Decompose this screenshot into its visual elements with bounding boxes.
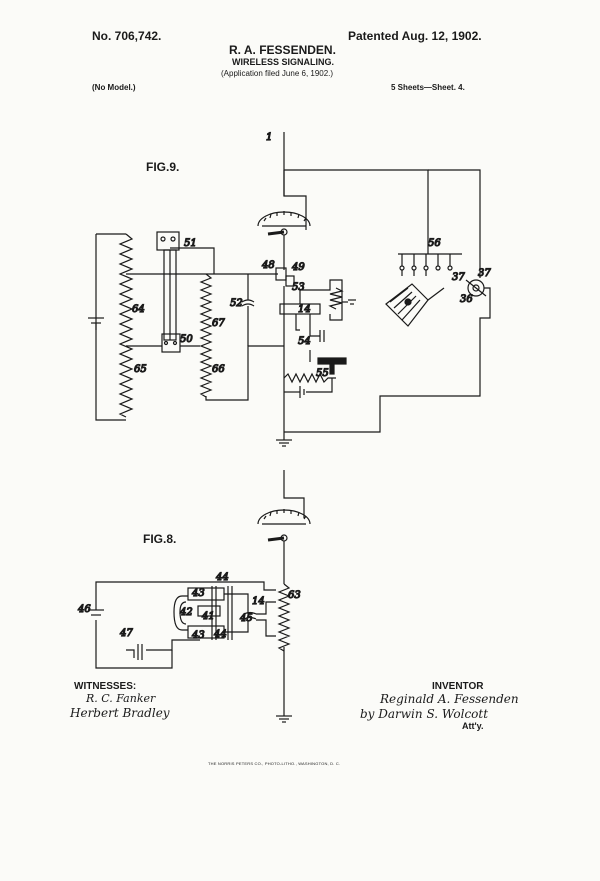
ref-65: 65 xyxy=(134,364,147,375)
ref-55: 55 xyxy=(316,368,329,379)
ref-67: 67 xyxy=(212,318,225,329)
ref-54: 54 xyxy=(298,336,311,347)
telephone-55 xyxy=(309,350,347,375)
patent-title: WIRELESS SIGNALING. xyxy=(232,57,335,67)
resistance-55 xyxy=(283,372,336,384)
ref-43a: 43 xyxy=(191,588,205,599)
attorney-label: Att'y. xyxy=(462,721,484,731)
inventor-signature: Reginald A. Fessenden xyxy=(380,692,519,706)
ref-64: 64 xyxy=(132,304,145,315)
device-51 xyxy=(156,231,180,341)
sheet-count: 5 Sheets—Sheet. 4. xyxy=(391,83,465,92)
patent-date: Patented Aug. 12, 1902. xyxy=(348,29,482,43)
witness-1-signature: R. C. Fanker xyxy=(86,692,156,705)
model-note: (No Model.) xyxy=(92,83,136,92)
ref-14b: 14 xyxy=(252,596,265,607)
ground-fig8 xyxy=(276,715,292,723)
ref-53: 53 xyxy=(292,282,305,293)
application-date: (Application filed June 6, 1902.) xyxy=(221,69,334,78)
relay-41-44 xyxy=(173,586,276,640)
ref-56: 56 xyxy=(428,238,441,249)
fig8-label: FIG.8. xyxy=(143,532,177,546)
key-47 xyxy=(126,644,143,660)
battery-left xyxy=(88,317,104,330)
ref-41: 41 xyxy=(201,611,215,622)
ref-48: 48 xyxy=(261,260,275,271)
ref-46: 46 xyxy=(77,604,91,615)
coil-63 xyxy=(277,583,291,652)
printer-credit: THE NORRIS PETERS CO., PHOTO-LITHO., WAS… xyxy=(208,761,341,766)
sector-dial xyxy=(385,283,445,327)
coil-66-67 xyxy=(199,273,284,401)
inventor-name: R. A. FESSENDEN. xyxy=(229,43,336,57)
antenna-fig8 xyxy=(283,470,305,518)
battery-55 xyxy=(284,386,305,398)
wire-47-44 xyxy=(146,639,200,651)
witnesses-label: WITNESSES: xyxy=(74,681,137,692)
ref-37b: 37 xyxy=(478,268,491,279)
ref-47: 47 xyxy=(119,628,133,639)
ref-42: 42 xyxy=(179,607,193,618)
ref-1: 1 xyxy=(266,132,272,143)
ref-52: 52 xyxy=(230,298,243,309)
ref-51: 51 xyxy=(184,238,197,249)
ref-50: 50 xyxy=(180,334,193,345)
attorney-signature: by Darwin S. Wolcott xyxy=(360,707,489,721)
wire-battery-55 xyxy=(306,378,333,393)
ref-45: 45 xyxy=(239,613,253,624)
ref-36: 36 xyxy=(460,294,473,305)
ref-43b: 43 xyxy=(191,630,205,641)
device-50 xyxy=(161,333,181,353)
antenna-loop xyxy=(283,170,307,230)
ref-44a: 44 xyxy=(215,572,229,583)
right-bus-wire xyxy=(428,169,481,278)
element-52 xyxy=(241,274,255,346)
ref-44b: 44 xyxy=(213,629,227,640)
ref-37a: 37 xyxy=(452,272,465,283)
ref-49: 49 xyxy=(291,262,305,273)
inventor-label: INVENTOR xyxy=(432,681,484,692)
motor-36-37 xyxy=(284,279,491,433)
patent-number: No. 706,742. xyxy=(92,29,162,43)
contacts-56 xyxy=(398,253,462,276)
fig9-label: FIG.9. xyxy=(146,160,180,174)
loop-top-fig8 xyxy=(95,581,276,610)
coil-64-65 xyxy=(95,233,134,421)
battery-46 xyxy=(88,609,104,616)
variable-dial-upper xyxy=(257,211,311,236)
variable-dial-lower xyxy=(257,509,311,542)
ref-63: 63 xyxy=(288,590,301,601)
ref-14a: 14 xyxy=(298,304,311,315)
loop-bottom-fig8 xyxy=(95,620,173,669)
ref-66: 66 xyxy=(212,364,225,375)
receiver-14 xyxy=(279,279,356,342)
wire-51-top xyxy=(170,247,215,274)
ground-fig9 xyxy=(276,439,292,447)
witness-2-signature: Herbert Bradley xyxy=(70,706,170,720)
